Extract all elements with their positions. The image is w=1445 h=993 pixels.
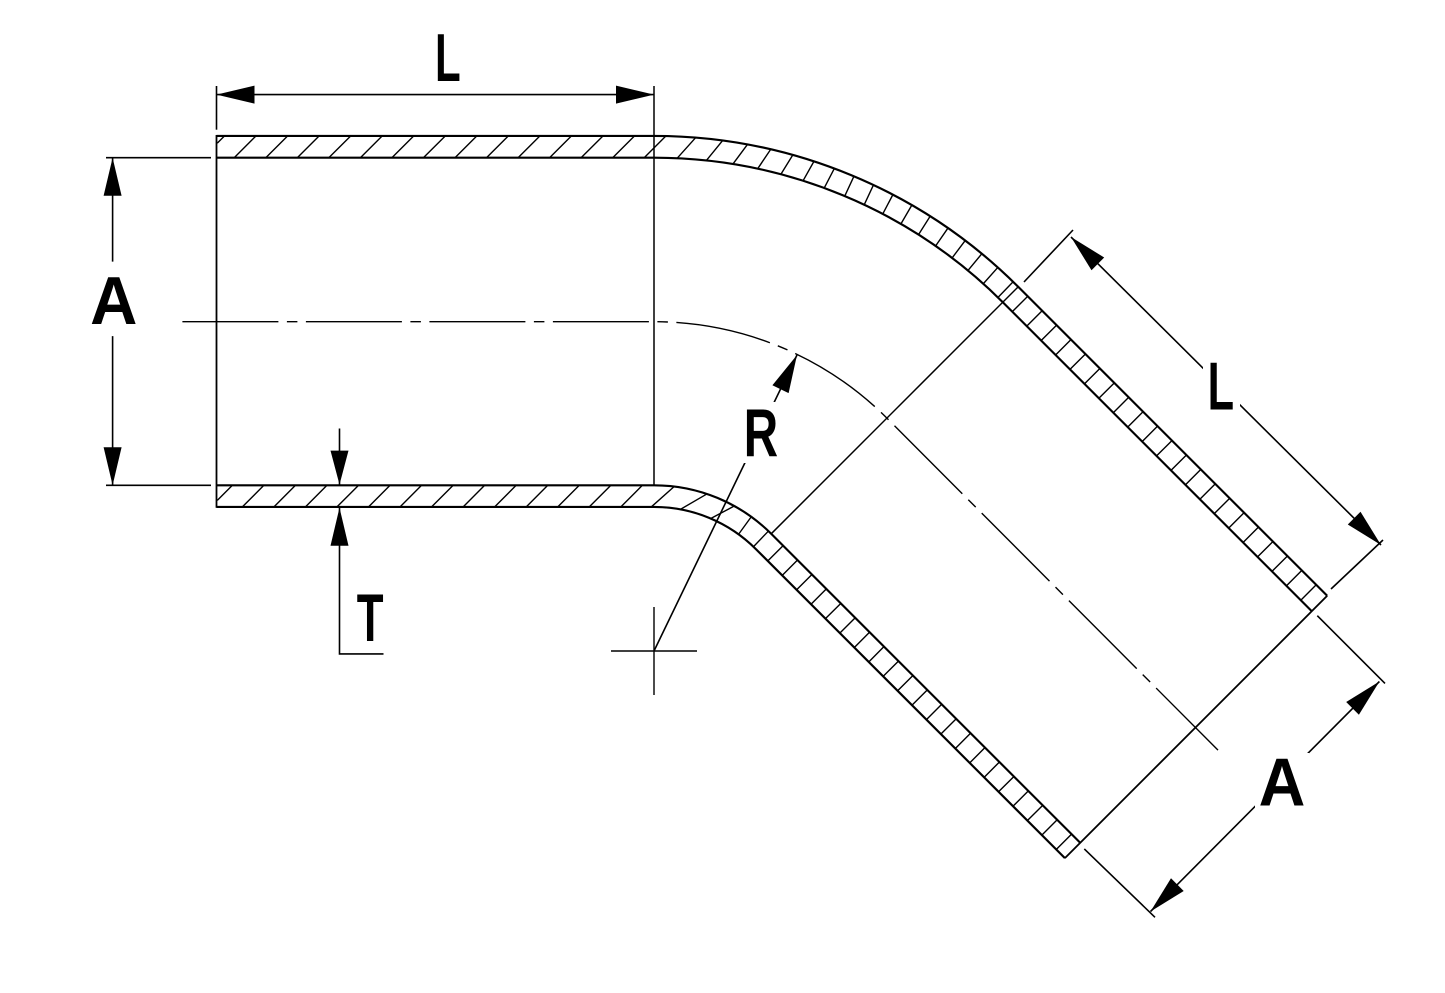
svg-text:A: A	[90, 264, 137, 339]
svg-text:L: L	[435, 20, 461, 96]
svg-text:T: T	[357, 582, 384, 657]
svg-text:A: A	[1259, 744, 1306, 819]
svg-text:R: R	[744, 396, 778, 471]
svg-text:L: L	[1208, 349, 1234, 424]
